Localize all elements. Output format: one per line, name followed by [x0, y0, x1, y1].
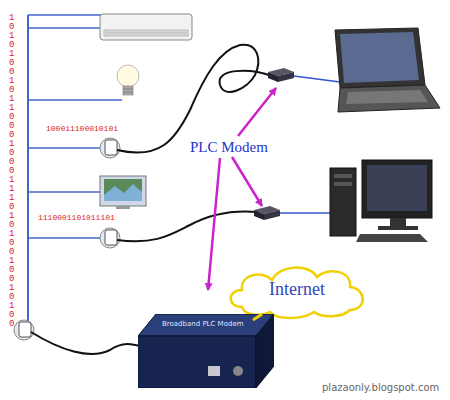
wall-outlet [100, 228, 120, 248]
plc-adapter [254, 206, 280, 220]
bit-stream: 1110001101011101 [38, 213, 115, 222]
air-conditioner [100, 14, 192, 40]
television [100, 176, 146, 209]
network-cable [294, 76, 340, 82]
callout-label: PLC Modem [190, 139, 268, 156]
device-name: Broadband PLC Modem [162, 320, 244, 328]
watermark: plazaonly.blogspot.com [322, 382, 439, 393]
network-cable [280, 212, 335, 214]
wall-outlet [14, 320, 34, 340]
laptop [335, 28, 440, 112]
pointer-arrow [208, 88, 276, 290]
plc-adapter [268, 68, 294, 82]
wall-outlet [100, 138, 120, 158]
bit-stream: 10101001011000100011101010010010100 [9, 14, 16, 329]
light-bulb [117, 65, 139, 95]
cloud-text: Internet [222, 279, 372, 300]
bit-stream: 100011100010101 [46, 124, 118, 133]
modem-node: Broadband PLC Modem [138, 314, 274, 388]
desktop-computer [330, 160, 432, 242]
connector-line [253, 314, 262, 320]
power-line [27, 15, 29, 330]
cloud-node: Internet [222, 262, 372, 320]
power-cable [31, 45, 272, 354]
